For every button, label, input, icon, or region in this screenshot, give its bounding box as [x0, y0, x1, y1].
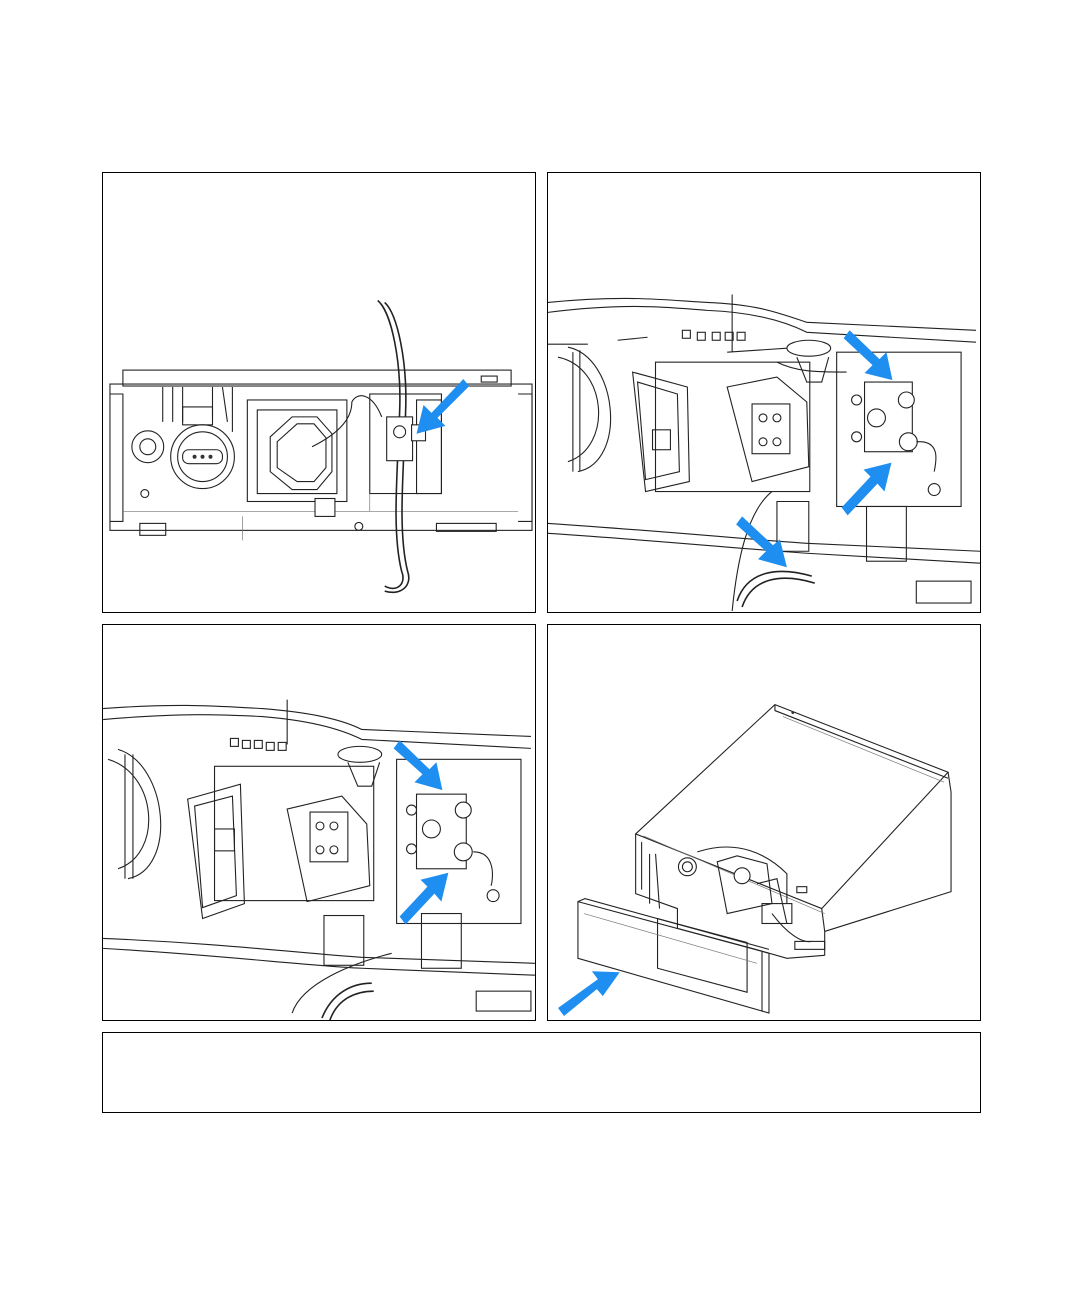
module-front-drawing: [103, 173, 535, 612]
blue-arrow-icon: [558, 971, 620, 1016]
valve-closeup-drawing-1: [548, 173, 980, 612]
valve-closeup-drawing-2: [103, 625, 535, 1020]
blue-arrow-icon: [400, 873, 449, 925]
blue-arrow-icon: [417, 379, 470, 434]
blue-arrow-icon: [394, 740, 443, 790]
figure-panel-3: [102, 624, 536, 1021]
figure-panel-2: [547, 172, 981, 613]
module-cover-drawing: [548, 625, 980, 1020]
figure-panel-4: [547, 624, 981, 1021]
figure-panel-1: [102, 172, 536, 613]
blue-arrow-icon: [844, 330, 893, 380]
note-box: [102, 1032, 981, 1113]
